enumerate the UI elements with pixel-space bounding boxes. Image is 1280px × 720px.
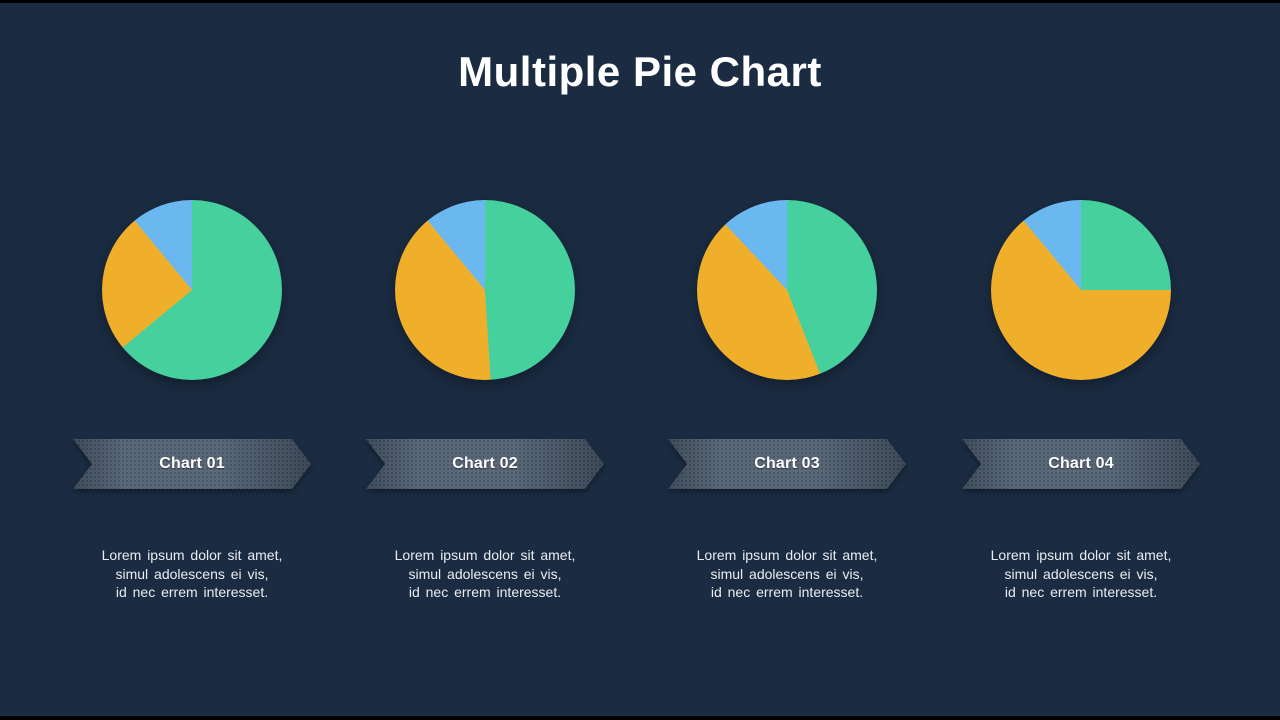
chart-column-1: Chart 01 Lorem ipsum dolor sit amet, sim…: [72, 0, 312, 720]
caption-text: Lorem ipsum dolor sit amet, simul adoles…: [696, 547, 878, 600]
banner-label: Chart 03: [754, 455, 820, 472]
chevron-banner: Chart 02: [366, 439, 604, 489]
chart-column-4: Chart 04 Lorem ipsum dolor sit amet, sim…: [961, 0, 1201, 720]
letterbox-bottom: [0, 716, 1280, 720]
pie-chart-2: [395, 200, 575, 380]
chevron-banner: Chart 03: [668, 439, 906, 489]
chart-column-2: Chart 02 Lorem ipsum dolor sit amet, sim…: [365, 0, 605, 720]
page-title: Multiple Pie Chart: [458, 48, 822, 95]
banner-label: Chart 01: [159, 455, 225, 472]
chevron-banner: Chart 01: [73, 439, 311, 489]
chart-column-3: Chart 03 Lorem ipsum dolor sit amet, sim…: [667, 0, 907, 720]
caption-text: Lorem ipsum dolor sit amet, simul adoles…: [101, 547, 283, 600]
letterbox-top: [0, 0, 1280, 3]
banner-label: Chart 02: [452, 455, 518, 472]
caption-text: Lorem ipsum dolor sit amet, simul adoles…: [394, 547, 576, 600]
pie-chart-1: [102, 200, 282, 380]
banner-chart-02: Chart 02: [366, 439, 604, 489]
chevron-banner: Chart 04: [962, 439, 1200, 489]
caption-text: Lorem ipsum dolor sit amet, simul adoles…: [990, 547, 1172, 600]
banner-label: Chart 04: [1048, 455, 1114, 472]
banner-chart-03: Chart 03: [668, 439, 906, 489]
pie-chart-3: [697, 200, 877, 380]
banner-chart-04: Chart 04: [962, 439, 1200, 489]
pie-chart-4: [991, 200, 1171, 380]
banner-chart-01: Chart 01: [73, 439, 311, 489]
